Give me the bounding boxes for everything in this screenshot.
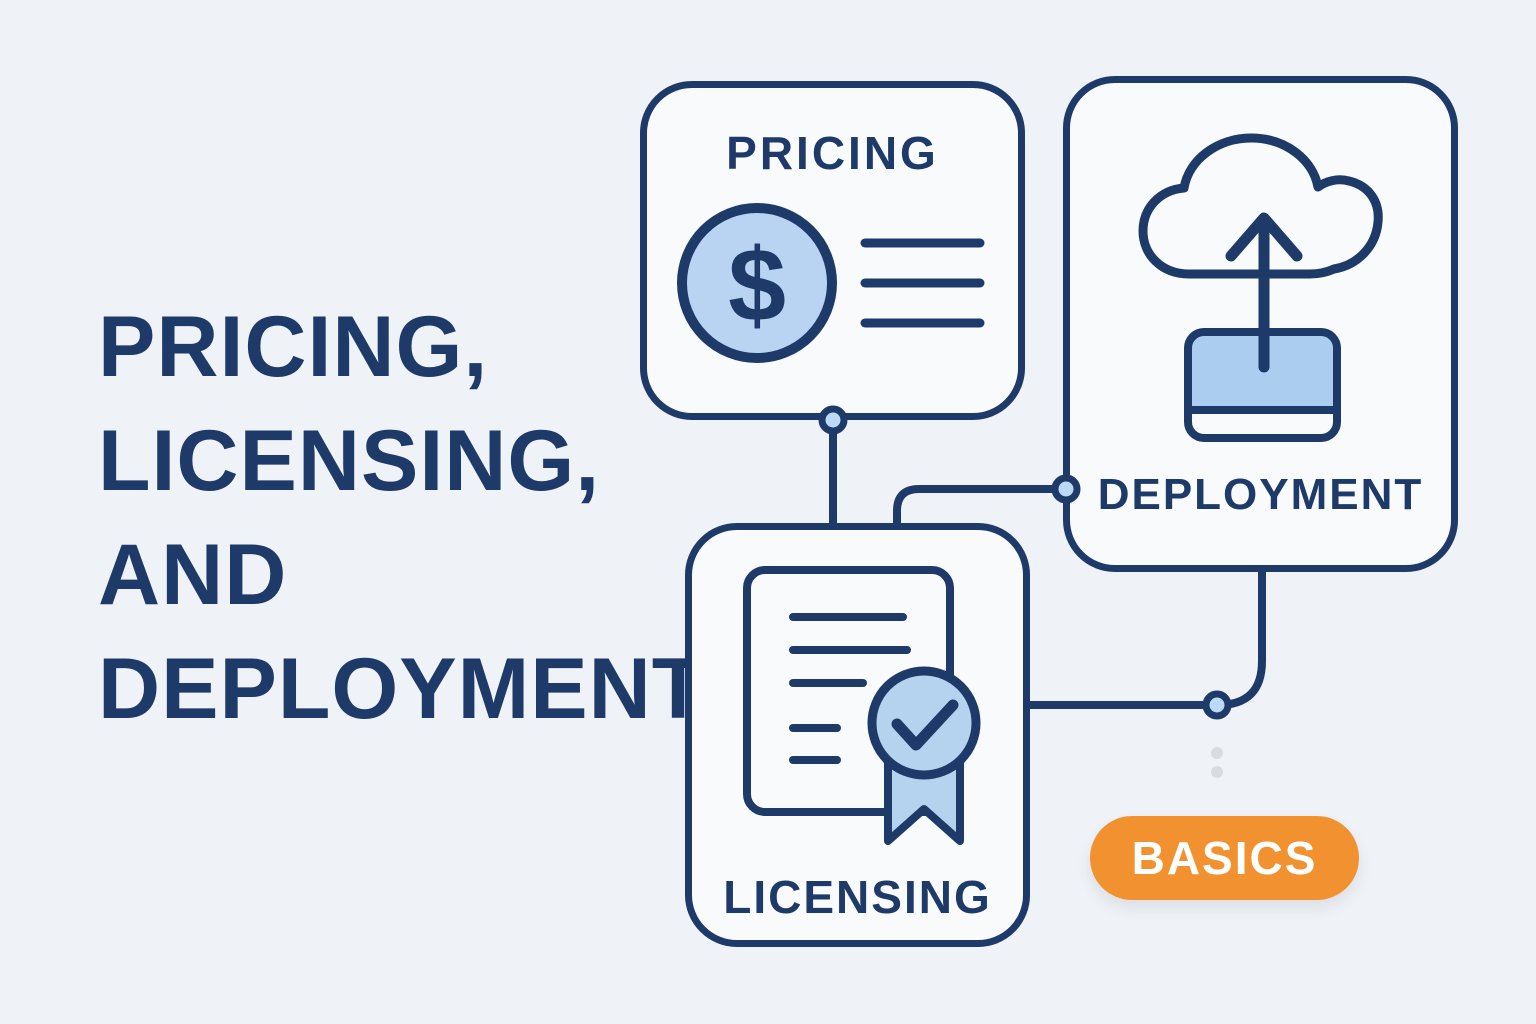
pricing-card-title: PRICING xyxy=(726,127,939,179)
page-title: PRICING, LICENSING, AND DEPLOYMENT xyxy=(98,290,758,746)
cloud-upload-icon xyxy=(1138,133,1383,442)
deployment-card: DEPLOYMENT xyxy=(1063,76,1458,572)
cloud-shape xyxy=(1138,133,1383,279)
coin-circle xyxy=(677,203,837,363)
dollar-symbol: $ xyxy=(728,228,786,344)
page-title-line-1: PRICING, xyxy=(98,299,489,395)
basics-badge: BASICS xyxy=(1090,816,1359,900)
document-text-lines xyxy=(789,613,911,764)
basics-badge-label: BASICS xyxy=(1131,832,1318,884)
certificate-ribbon-icon xyxy=(743,566,981,845)
seal-circle xyxy=(867,666,981,780)
checkmark-icon xyxy=(891,699,959,751)
page-title-line-3: AND xyxy=(98,527,288,623)
deployment-card-title: DEPLOYMENT xyxy=(1097,470,1424,519)
pricing-card: $ PRICING xyxy=(640,81,1025,420)
connector-node xyxy=(1202,690,1232,720)
upload-arrow-icon xyxy=(1225,212,1303,373)
page-title-line-4: DEPLOYMENT xyxy=(98,641,706,737)
licensing-card-title: LICENSING xyxy=(723,871,992,923)
page-title-line-2: LICENSING, xyxy=(98,413,601,509)
dollar-coin-icon: $ xyxy=(677,203,985,363)
ellipsis-dots xyxy=(1211,747,1223,778)
price-text-lines-icon xyxy=(860,238,985,328)
connector-deployment-to-licensing-top xyxy=(893,485,1066,525)
licensing-card: LICENSING xyxy=(685,523,1030,947)
connector-licensing-to-deployment-bottom xyxy=(1030,572,1266,709)
